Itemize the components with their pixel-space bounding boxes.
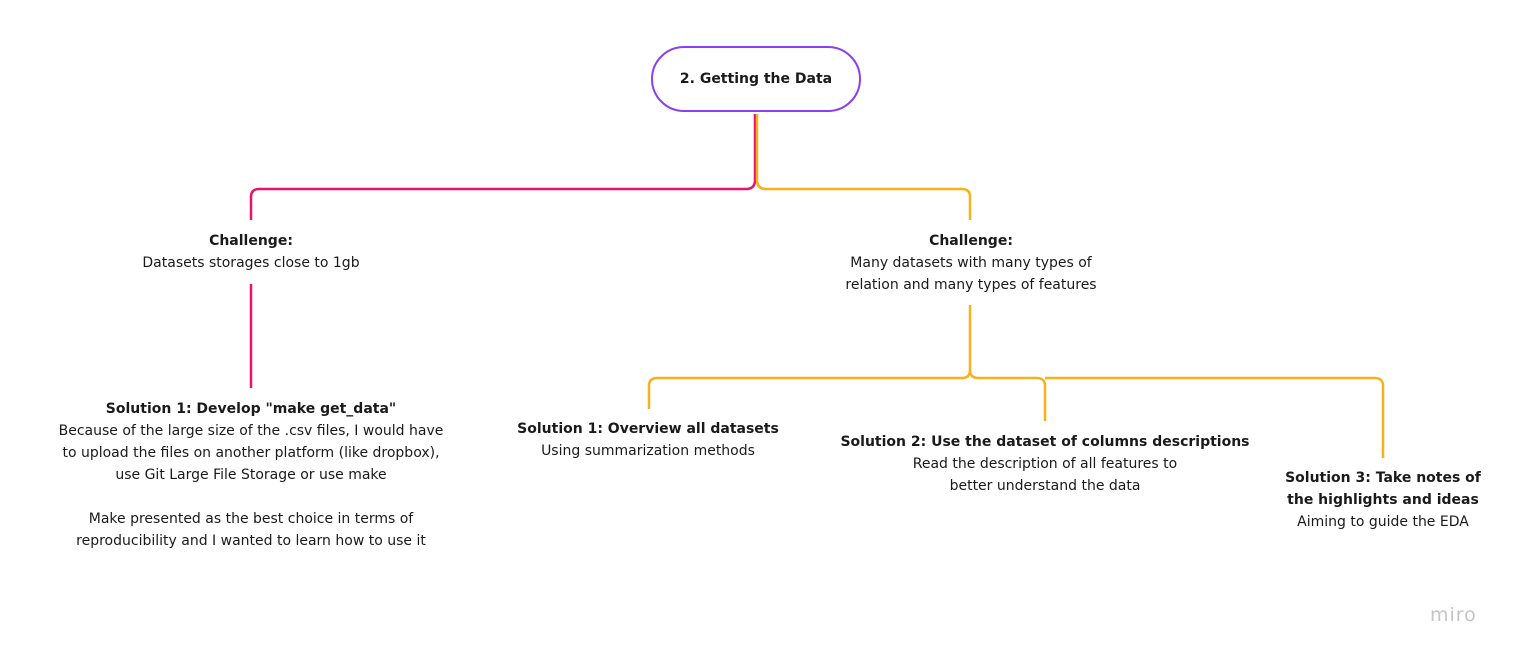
solution-body: Because of the large size of the .csv fi… (58, 423, 444, 483)
connector-to-overview-solution (647, 369, 972, 409)
connector-root-to-challenge-2 (755, 114, 972, 220)
challenge-node-1[interactable]: Challenge: Datasets storages close to 1g… (101, 230, 401, 274)
connector-to-notes-solution (1045, 376, 1385, 458)
root-node[interactable]: 2. Getting the Data (651, 46, 861, 112)
solution-node-overview[interactable]: Solution 1: Overview all datasets Using … (508, 418, 788, 462)
miro-watermark: miro (1430, 604, 1477, 626)
root-label: 2. Getting the Data (679, 71, 833, 87)
solution-heading: Solution 1: Develop "make get_data" (105, 401, 397, 417)
solution-node-notes[interactable]: Solution 3: Take notes of the highlights… (1283, 467, 1483, 533)
solution-node-make-get-data[interactable]: Solution 1: Develop "make get_data" Beca… (56, 398, 446, 552)
challenge-body: Many datasets with many types of relatio… (845, 255, 1097, 293)
challenge-heading: Challenge: (929, 233, 1013, 249)
solution-heading: Solution 3: Take notes of the highlights… (1285, 470, 1481, 508)
challenge-node-2[interactable]: Challenge: Many datasets with many types… (836, 230, 1106, 296)
connector-to-descriptions-solution (968, 369, 1047, 421)
solution-heading: Solution 2: Use the dataset of columns d… (840, 434, 1250, 450)
solution-body: Using summarization methods (541, 443, 755, 459)
connector-root-to-challenge-1 (249, 114, 757, 220)
solution-body: Aiming to guide the EDA (1297, 514, 1469, 530)
challenge-heading: Challenge: (209, 233, 293, 249)
solution-heading: Solution 1: Overview all datasets (517, 421, 779, 437)
solution-body-extra: Make presented as the best choice in ter… (76, 511, 426, 549)
solution-body: Read the description of all features to … (912, 456, 1178, 494)
challenge-body: Datasets storages close to 1gb (142, 255, 360, 271)
solution-node-descriptions[interactable]: Solution 2: Use the dataset of columns d… (840, 431, 1250, 497)
